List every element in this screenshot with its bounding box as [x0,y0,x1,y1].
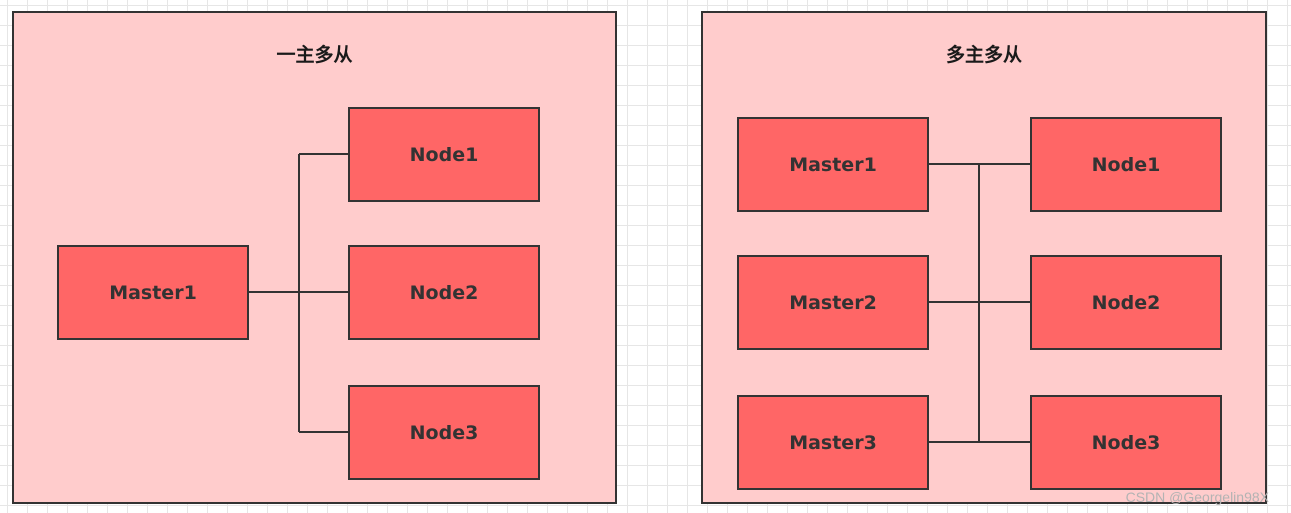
slave-node: Node3 [1030,395,1222,490]
slave-node: Node2 [348,245,540,340]
panel-title: 多主多从 [945,44,1022,66]
panel-title: 一主多从 [276,44,353,66]
slave-node: Node3 [348,385,540,480]
master-node: Master1 [737,117,929,212]
slave-node: Node1 [348,107,540,202]
watermark: CSDN @Georgelin98X [1125,489,1269,505]
master-node: Master1 [57,245,249,340]
master-node: Master2 [737,255,929,350]
master-node: Master3 [737,395,929,490]
slave-node: Node1 [1030,117,1222,212]
slave-node: Node2 [1030,255,1222,350]
